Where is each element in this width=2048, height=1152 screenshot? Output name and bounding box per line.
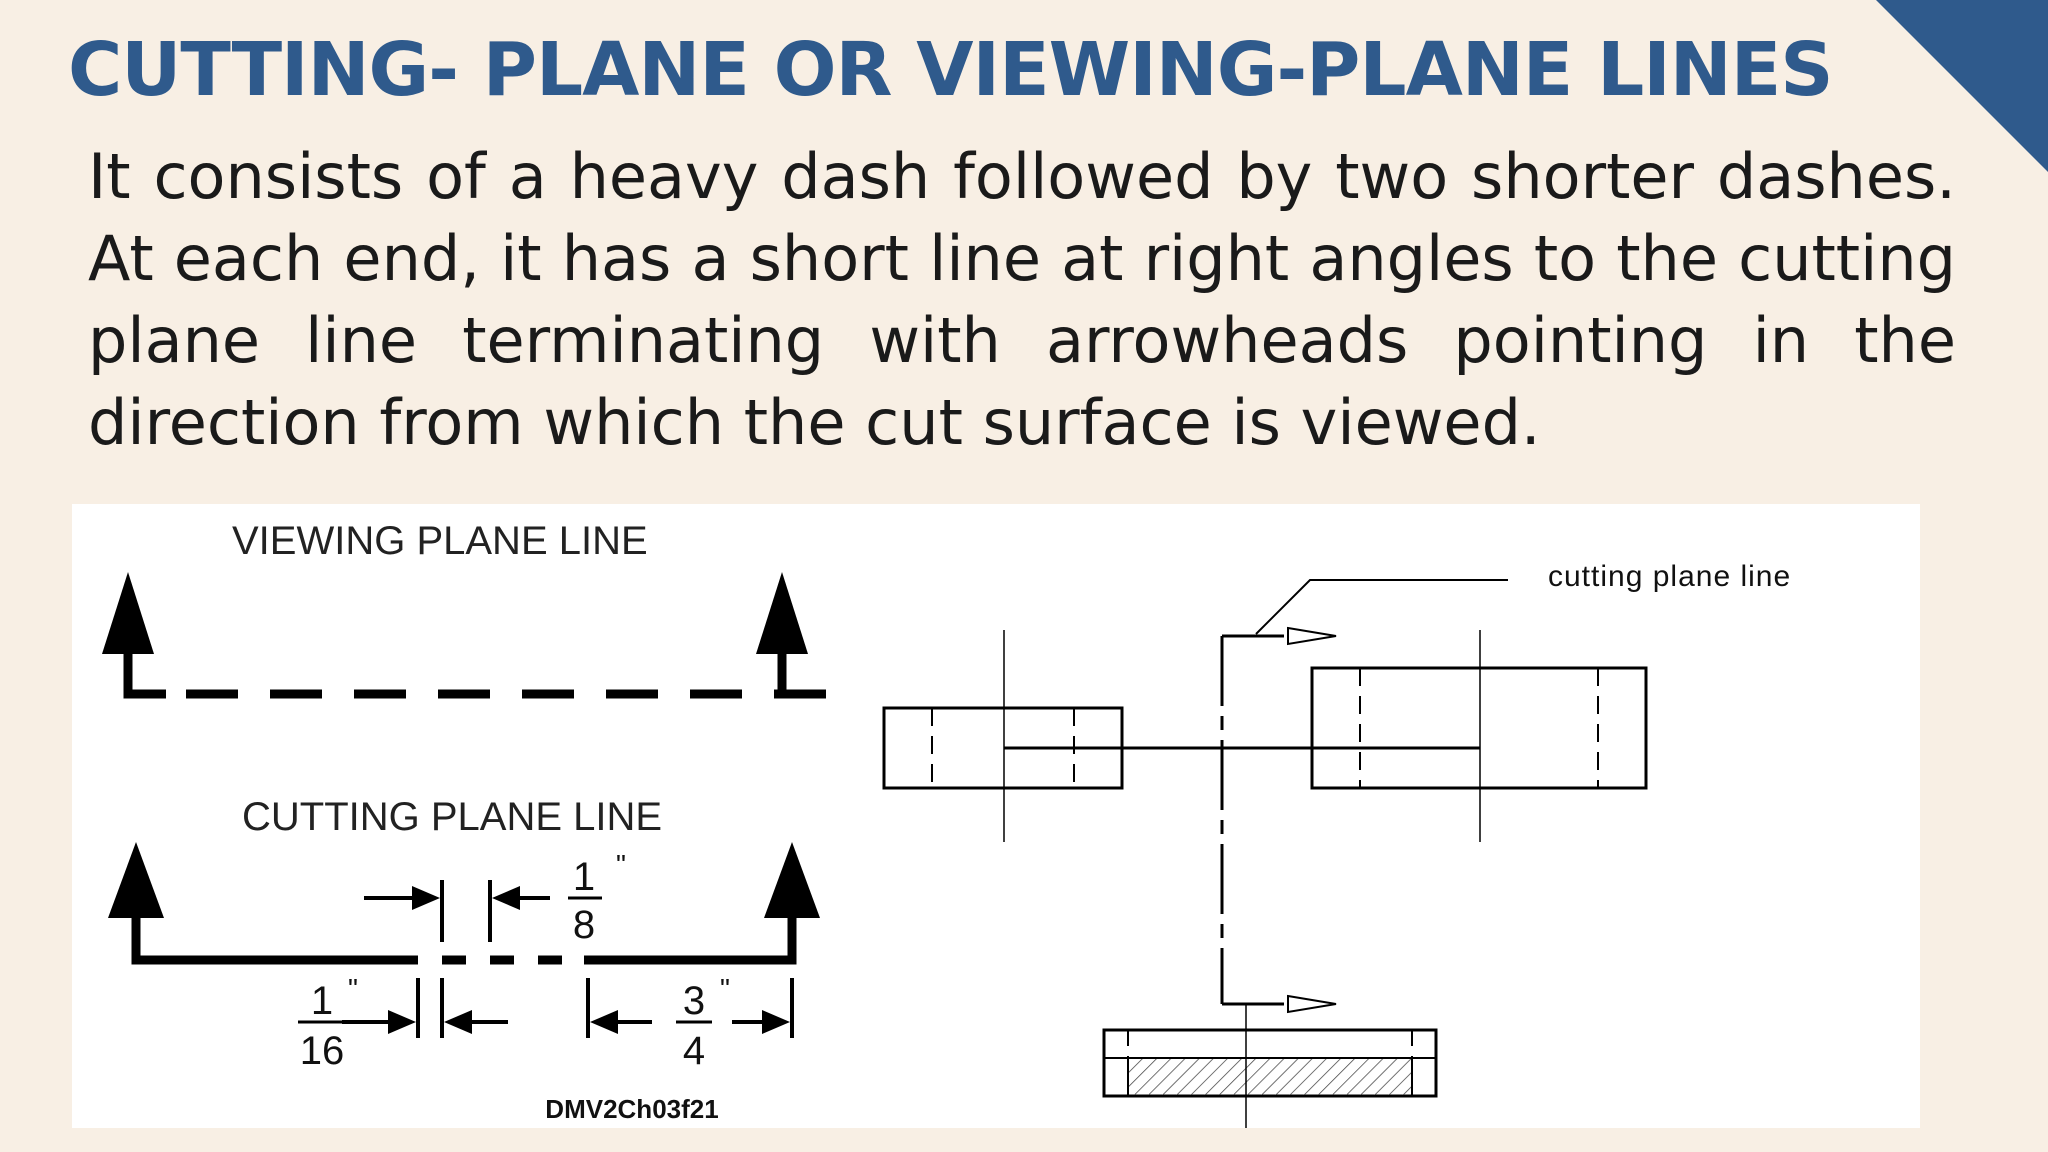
sixteenth-numerator: 1 [311, 979, 333, 1023]
slide-body-text: It consists of a heavy dash followed by … [88, 140, 1956, 459]
cutting-plane-top-arrow [1287, 626, 1337, 646]
eighth-numerator: 1 [573, 855, 595, 899]
threequarter-inch-mark: " [720, 973, 730, 1004]
dimension-sixteenth-inch [342, 978, 508, 1038]
leader-line [1255, 579, 1508, 635]
section-hatched-area [1127, 1057, 1413, 1097]
cutting-right-arrowhead [764, 842, 820, 918]
viewing-plane-line [123, 650, 842, 699]
threequarter-numerator: 3 [683, 979, 705, 1023]
eighth-denominator: 8 [573, 903, 595, 947]
slide-title: CUTTING- PLANE OR VIEWING-PLANE LINES [68, 27, 1834, 113]
viewing-left-arrowhead [102, 572, 154, 654]
eighth-arrow-left [492, 886, 520, 910]
dimension-eighth-inch [364, 880, 550, 942]
sixteenth-arrow-left [444, 1010, 472, 1034]
threequarter-arrow-right [762, 1010, 790, 1034]
cutting-plane-symbol [1220, 634, 1284, 1006]
sixteenth-denominator: 16 [300, 1029, 345, 1073]
cutting-plane-line [131, 918, 797, 965]
cutting-left-arrowhead [108, 842, 164, 918]
figure-line-conventions: VIEWING PLANE LINE CUTTING PLANE LINE [72, 504, 848, 1128]
eighth-inch-mark: " [616, 849, 626, 880]
cutting-plane-label: CUTTING PLANE LINE [242, 795, 662, 839]
figure-section-view: cutting plane line [848, 504, 1920, 1128]
viewing-right-arrowhead [756, 572, 808, 654]
top-view-hidden-lines [931, 668, 1599, 788]
viewing-plane-label: VIEWING PLANE LINE [232, 519, 648, 563]
cutting-plane-leader-label: cutting plane line [1548, 560, 1791, 593]
cutting-plane-bottom-arrow [1287, 994, 1337, 1014]
threequarter-denominator: 4 [683, 1029, 705, 1073]
top-view-centerlines [1003, 630, 1481, 842]
sixteenth-arrow-right [388, 1010, 416, 1034]
section-view-hidden-lines [1127, 1030, 1413, 1058]
line-conventions-drawing: VIEWING PLANE LINE CUTTING PLANE LINE [102, 519, 842, 1124]
section-view-drawing: cutting plane line [882, 560, 1791, 1128]
figure-caption: DMV2Ch03f21 [545, 1094, 718, 1124]
top-view [882, 666, 1648, 790]
threequarter-arrow-left [590, 1010, 618, 1034]
eighth-arrow-right [412, 886, 440, 910]
sixteenth-inch-mark: " [348, 973, 358, 1004]
